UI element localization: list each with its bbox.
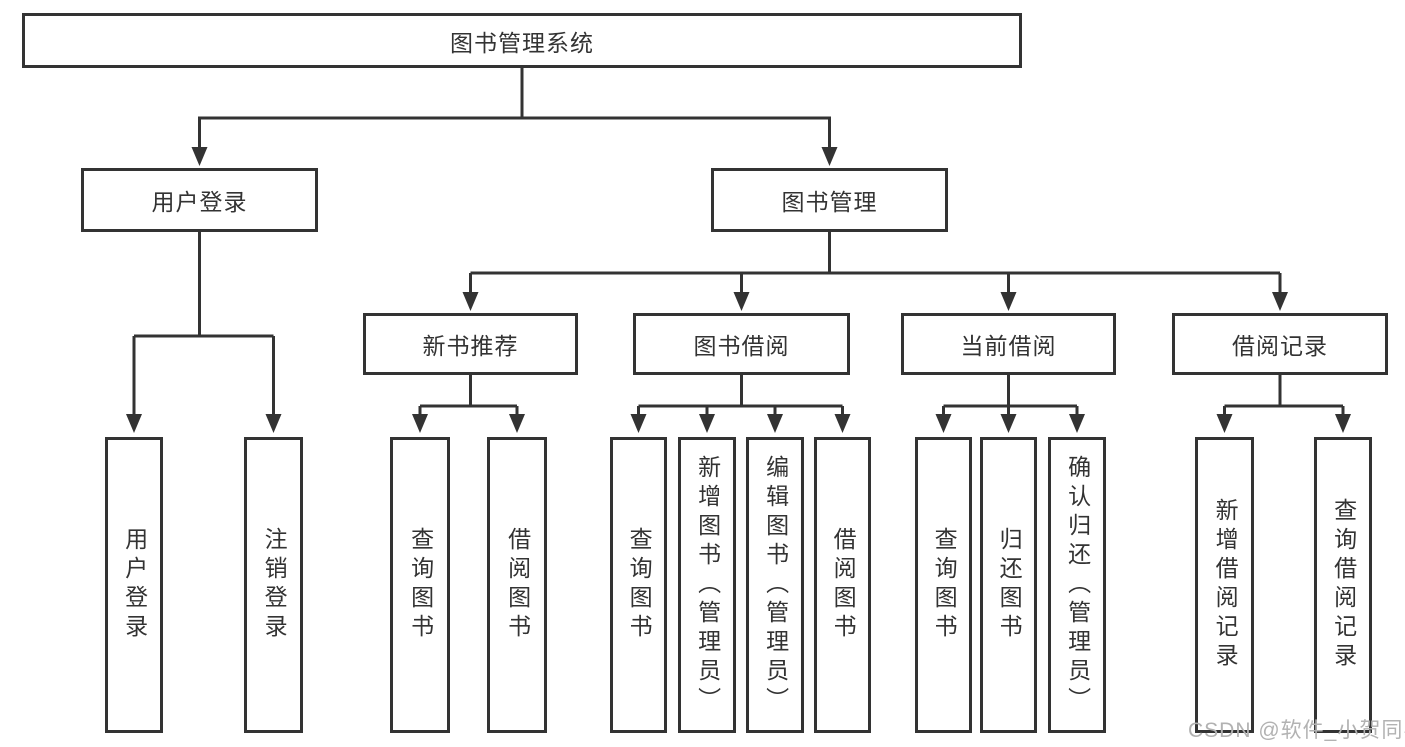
- node-label: 图书管理系统: [450, 29, 594, 56]
- leaf-logout: 注销登录: [244, 437, 303, 733]
- node-label: 注销登录: [261, 527, 288, 643]
- leaf-borrow-books-recommend: 借阅图书: [487, 437, 547, 733]
- watermark: CSDN @软件_小贺同学: [1188, 719, 1405, 742]
- leaf-search-books-current: 查询图书: [915, 437, 972, 733]
- node-label: 查询图书: [407, 527, 434, 643]
- leaf-search-borrow-record: 查询借阅记录: [1314, 437, 1372, 733]
- leaf-add-books-admin: 新增图书（管理员）: [678, 437, 736, 733]
- node-current-borrowing: 当前借阅: [901, 313, 1116, 375]
- node-label: 借阅图书: [830, 527, 857, 643]
- leaf-borrow-books: 借阅图书: [814, 437, 871, 733]
- leaf-search-books-borrow: 查询图书: [610, 437, 667, 733]
- node-new-book-recommendation: 新书推荐: [363, 313, 578, 375]
- node-borrowing-records: 借阅记录: [1172, 313, 1388, 375]
- leaf-confirm-return-admin: 确认归还（管理员）: [1048, 437, 1106, 733]
- node-label: 借阅记录: [1232, 333, 1328, 359]
- node-label: 新增借阅记录: [1212, 498, 1239, 672]
- node-label: 当前借阅: [960, 333, 1057, 359]
- node-library-management-system: 图书管理系统: [22, 13, 1022, 68]
- node-label: 编辑图书（管理员）: [762, 454, 789, 716]
- node-book-management: 图书管理: [711, 168, 948, 232]
- node-label: 归还图书: [996, 527, 1023, 643]
- node-label: 图书借阅: [693, 333, 790, 359]
- node-label: 用户登录: [121, 527, 148, 643]
- node-label: 新书推荐: [422, 333, 519, 359]
- node-label: 查询图书: [931, 527, 958, 643]
- node-label: 查询图书: [626, 527, 653, 643]
- leaf-edit-books-admin: 编辑图书（管理员）: [746, 437, 804, 733]
- node-label: 查询借阅记录: [1330, 498, 1357, 672]
- tree-edges: [132, 68, 1345, 416]
- node-label: 确认归还（管理员）: [1064, 454, 1091, 716]
- leaf-search-books-recommend: 查询图书: [390, 437, 450, 733]
- node-label: 借阅图书: [504, 527, 531, 643]
- node-book-borrowing: 图书借阅: [633, 313, 850, 375]
- leaf-user-login: 用户登录: [105, 437, 163, 733]
- node-label: 新增图书（管理员）: [694, 454, 721, 716]
- node-label: 用户登录: [151, 189, 248, 215]
- node-user-login: 用户登录: [81, 168, 318, 232]
- leaf-add-borrow-record: 新增借阅记录: [1195, 437, 1254, 733]
- leaf-return-books: 归还图书: [980, 437, 1037, 733]
- node-label: 图书管理: [781, 189, 878, 215]
